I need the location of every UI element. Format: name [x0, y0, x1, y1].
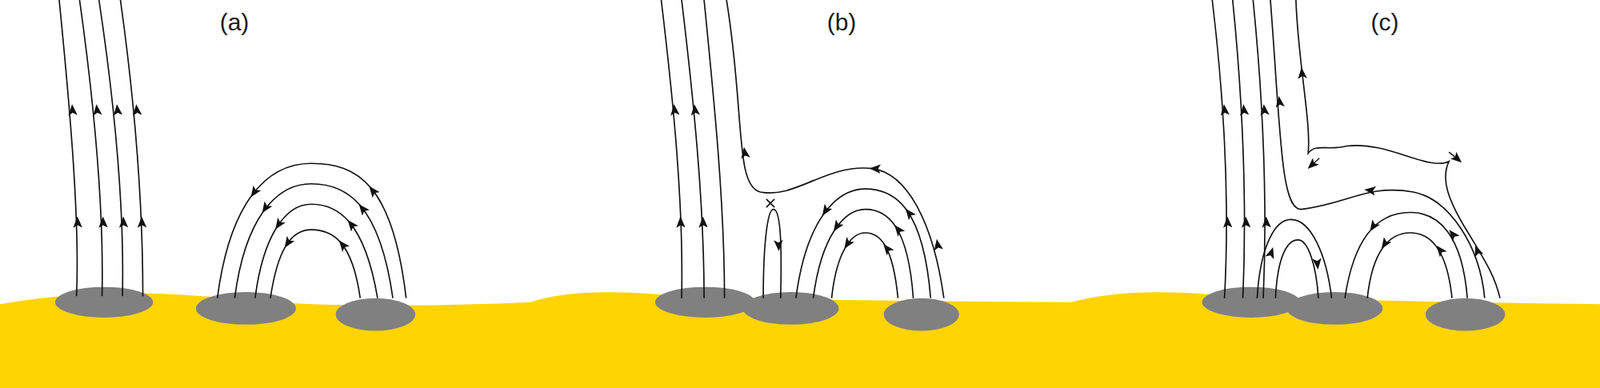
x-point-marker — [766, 199, 775, 208]
field-lines — [59, 0, 1500, 299]
panel-label: (b) — [827, 8, 857, 36]
panel-label: (c) — [1371, 8, 1400, 36]
motion-arrowheads — [1308, 158, 1460, 168]
panel-label: (a) — [220, 8, 250, 36]
photosphere — [0, 292, 1600, 388]
motion-arrows — [1310, 152, 1460, 167]
field-arrows — [72, 69, 1478, 268]
